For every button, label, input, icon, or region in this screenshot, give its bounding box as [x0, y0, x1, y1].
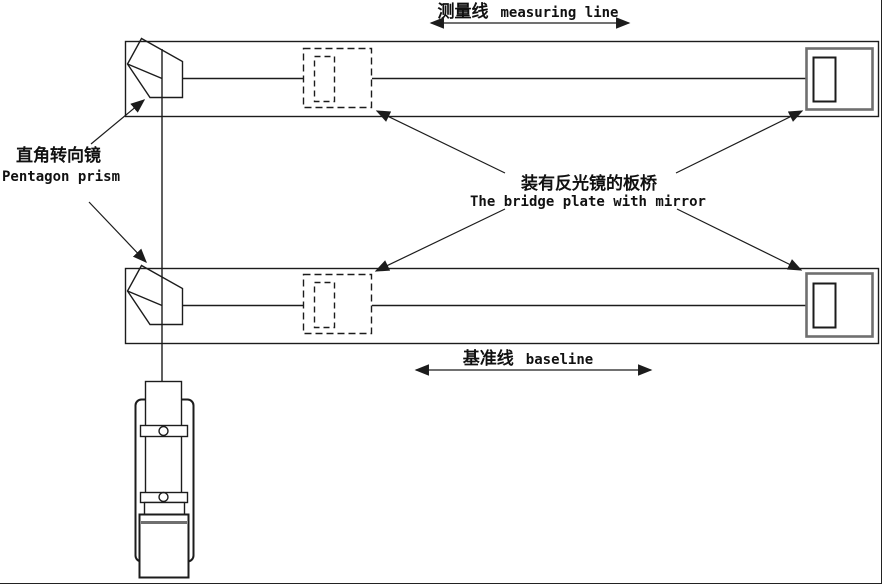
- reflector-plate-dashed-inner: [313, 55, 336, 103]
- bridge-plate-label-en: The bridge plate with mirror: [470, 194, 706, 210]
- bridge-leader-top-right: [675, 110, 804, 174]
- pentagon-prism-shape: [126, 37, 184, 99]
- instrument-base-box: [138, 513, 190, 579]
- mirror-box-inner: [812, 56, 837, 103]
- baseline-label-en: baseline: [526, 352, 593, 368]
- baseline-label-zh: 基准线: [462, 348, 514, 368]
- reflector-plate-dashed-outer: [302, 47, 373, 109]
- alignment-instrument: [134, 380, 195, 579]
- prism-mirror-face: [127, 63, 163, 80]
- prism-leader-top: [90, 99, 146, 145]
- prism-leader-bottom: [88, 201, 147, 264]
- mirror-box-outer: [805, 47, 874, 111]
- bridge-leader-bottom-right: [676, 208, 803, 271]
- measuring-line-label-en: measuring line: [500, 5, 618, 21]
- reflector-plate-dashed-inner: [313, 281, 336, 329]
- beam-outline: [124, 267, 880, 345]
- reflector-plate-dashed-outer: [302, 273, 373, 335]
- pentagon-prism-label-en: Pentagon prism: [2, 169, 120, 185]
- bridge-leader-top-left: [375, 110, 506, 174]
- clamp-bar-upper: [139, 424, 189, 438]
- instrument-neck: [143, 501, 186, 516]
- measuring-line-label-zh: 测量线: [437, 1, 488, 21]
- bridge-leader-bottom-left: [374, 208, 506, 272]
- mirror-box-inner: [812, 282, 837, 329]
- mirror-box-outer: [805, 272, 874, 338]
- pentagon-prism-shape: [126, 264, 184, 326]
- baseline-label: 基准线 baseline: [462, 348, 593, 368]
- measuring-line-label: 测量线 measuring line: [437, 1, 618, 21]
- prism-mirror-face: [127, 290, 163, 307]
- bridge-plate-label-zh: 装有反光镜的板桥: [520, 173, 658, 193]
- beam-outline: [124, 40, 880, 118]
- bottom-bridge-beam: [124, 264, 880, 345]
- clamp-screw-upper: [158, 425, 169, 437]
- top-bridge-beam: [124, 37, 880, 118]
- clamp-screw-lower: [158, 491, 169, 503]
- pentagon-prism-label-zh: 直角转向镜: [16, 145, 101, 165]
